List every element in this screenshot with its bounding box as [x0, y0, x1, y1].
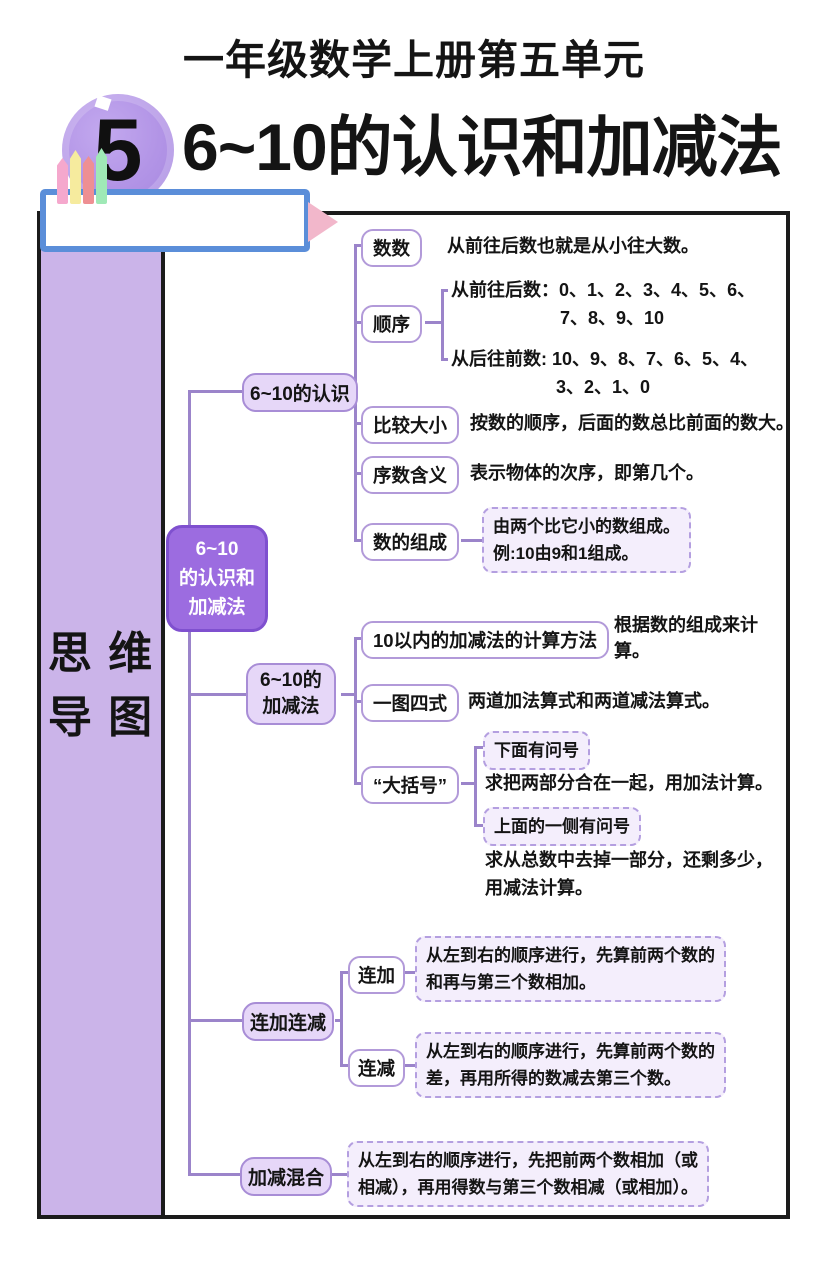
leaf-node-lianjia: 连加: [348, 956, 406, 994]
connector-line: [474, 746, 483, 749]
note-above-question-1: 求从总数中去掉一部分，还剩多少，: [485, 850, 773, 870]
connector-line: [340, 1064, 348, 1067]
connector-line: [354, 782, 362, 785]
connector-line: [354, 244, 362, 247]
bracket-line: [474, 746, 477, 827]
connector-line: [425, 321, 441, 324]
sidebar-band: [41, 215, 165, 1215]
connector-line: [441, 289, 448, 292]
connector-line: [461, 539, 482, 542]
note-bijiao: 按数的顺序，后面的数总比前面的数大。: [470, 413, 794, 433]
leaf-node-xushu: 序数含义: [361, 456, 460, 494]
branch-node-jiajianfa: 6~10的 加减法: [246, 663, 336, 725]
connector-line: [340, 971, 348, 974]
leaf-node-shuzuchen: 数的组成: [361, 523, 460, 561]
detail-line: 和再与第三个数相加。: [426, 973, 596, 992]
connector-line: [354, 637, 362, 640]
connector-line: [474, 824, 483, 827]
note-shushu: 从前往后数也就是从小往大数。: [447, 236, 699, 256]
connector-line: [341, 693, 354, 696]
connector-line: [403, 971, 415, 974]
connector-line: [354, 321, 362, 324]
arrow-right-icon: [308, 202, 338, 242]
root-node: 6~10 的认识和 加减法: [166, 525, 268, 632]
note-below-question: 求把两部分合在一起，用加法计算。: [485, 773, 773, 793]
pencil-icon: [70, 150, 81, 204]
note-shunxu-backward-1: 从后往前数: 10、9、8、7、6、5、4、: [451, 349, 759, 369]
pencil-icon: [96, 148, 107, 204]
connector-line: [188, 1173, 242, 1176]
connector-line: [441, 358, 448, 361]
note-shunxu-forward-2: 7、8、9、10: [560, 308, 665, 328]
note-shunxu-forward-1: 从前往后数：0、1、2、3、4、5、6、: [451, 280, 756, 300]
connector-line: [188, 390, 244, 393]
leaf-node-10yinei: 10以内的加减法的计算方法: [361, 621, 610, 659]
leaf-node-yitusishi: 一图四式: [361, 684, 460, 722]
page-title: 6~10的认识和加减法: [182, 110, 783, 184]
pencil-icon: [83, 156, 94, 204]
sub-spine-line: [340, 971, 343, 1066]
trunk-line: [188, 390, 191, 1175]
note-10yinei-1: 根据数的组成来计: [614, 615, 758, 635]
connector-line: [461, 782, 474, 785]
leaf-node-shushu: 数数: [361, 229, 423, 267]
bracket-line: [441, 289, 444, 361]
leaf-node-bijiao: 比较大小: [361, 406, 460, 444]
branch-node-jiajianhunhe: 加减混合: [240, 1157, 333, 1196]
note-above-question-2: 用减法计算。: [485, 878, 593, 898]
note-yitusishi: 两道加法算式和两道减法算式。: [468, 691, 720, 711]
connector-line: [188, 693, 248, 696]
sidebar-label-line1: 思 维: [47, 629, 155, 678]
branch-node-lianjialianjian: 连加连减: [242, 1002, 335, 1041]
connector-line: [403, 1064, 415, 1067]
detail-box-lianjia: 从左到右的顺序进行，先算前两个数的 和再与第三个数相加。: [415, 936, 726, 1002]
connector-line: [354, 472, 362, 475]
detail-line: 从左到右的顺序进行，先把前两个数相加（或: [358, 1151, 698, 1170]
note-10yinei-2: 算。: [614, 641, 650, 661]
leaf-node-dakuohao: “大括号”: [361, 766, 460, 804]
detail-box-below-question: 下面有问号: [483, 731, 590, 770]
unit-title: 一年级数学上册第五单元: [183, 37, 645, 83]
root-line3: 加减法: [188, 597, 246, 618]
detail-box-jiajianhunhe: 从左到右的顺序进行，先把前两个数相加（或 相减），再用得数与第三个数相减（或相加…: [347, 1141, 709, 1207]
detail-box-lianjian: 从左到右的顺序进行，先算前两个数的 差，再用所得的数减去第三个数。: [415, 1032, 726, 1098]
branch-label-line1: 6~10的: [260, 670, 322, 691]
detail-line: 由两个比它小的数组成。: [493, 517, 680, 536]
note-shunxu-backward-2: 3、2、1、0: [556, 377, 651, 397]
leaf-node-lianjian: 连减: [348, 1049, 406, 1087]
detail-box-shuzuchen: 由两个比它小的数组成。 例:10由9和1组成。: [482, 507, 691, 573]
detail-line: 例:10由9和1组成。: [493, 544, 639, 563]
detail-line: 从左到右的顺序进行，先算前两个数的: [426, 946, 715, 965]
root-line1: 6~10: [195, 539, 239, 560]
pencil-icon: [57, 158, 68, 204]
branch-node-renshi: 6~10的认识: [242, 373, 358, 412]
detail-line: 相减），再用得数与第三个数相减（或相加）。: [358, 1178, 698, 1197]
connector-line: [354, 539, 362, 542]
detail-box-above-question: 上面的一侧有问号: [483, 807, 641, 846]
detail-line: 从左到右的顺序进行，先算前两个数的: [426, 1042, 715, 1061]
sidebar-label-line2: 导 图: [47, 693, 155, 742]
note-xushu: 表示物体的次序，即第几个。: [470, 463, 704, 483]
connector-line: [332, 1173, 347, 1176]
sub-spine-line: [354, 637, 357, 784]
connector-line: [335, 1019, 340, 1022]
leaf-node-shunxu: 顺序: [361, 305, 423, 343]
sidebar-label: 思 维 导 图: [41, 622, 161, 750]
connector-line: [188, 1019, 244, 1022]
root-line2: 的认识和: [178, 568, 255, 589]
branch-label-line2: 加减法: [262, 696, 320, 717]
connector-line: [354, 422, 362, 425]
connector-line: [354, 700, 362, 703]
detail-line: 差，再用所得的数减去第三个数。: [426, 1069, 681, 1088]
